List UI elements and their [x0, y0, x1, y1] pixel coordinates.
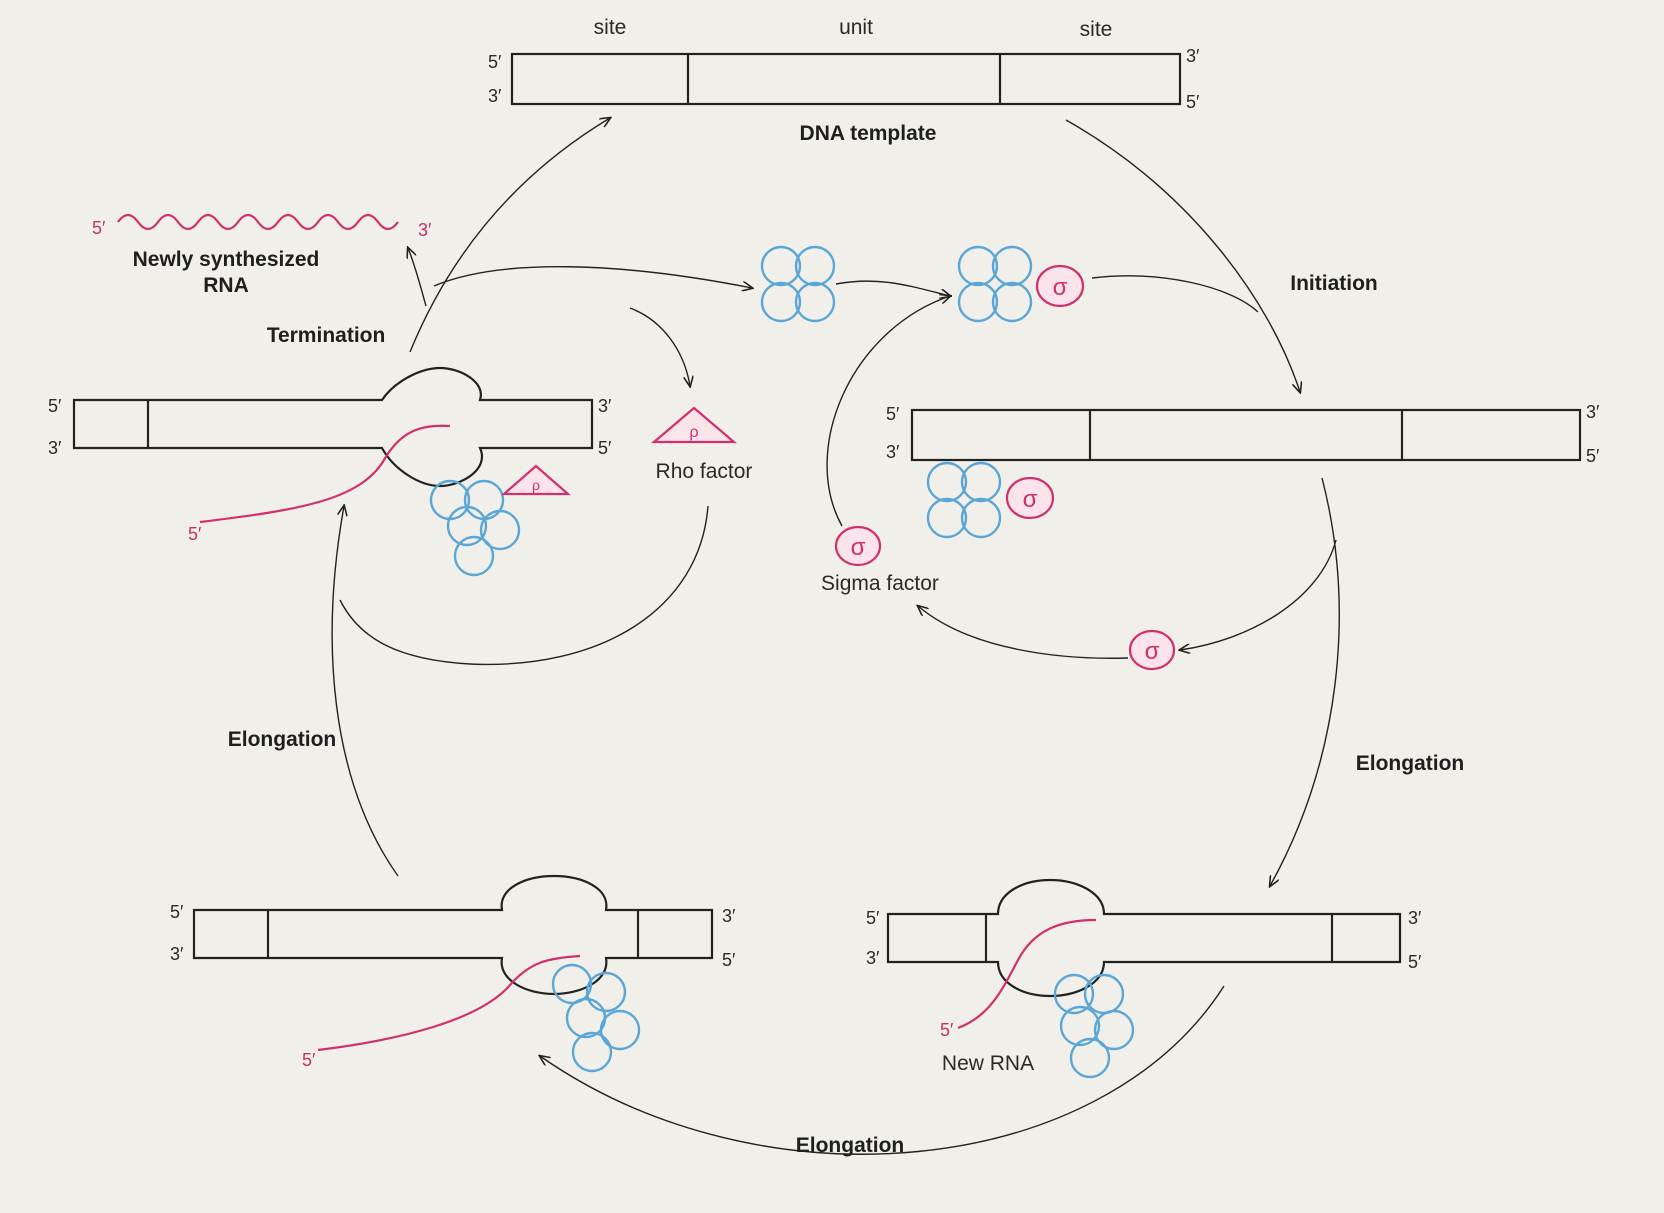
sigma-factor-icon [1128, 629, 1176, 671]
rna-strand-elongation-left [317, 954, 581, 1052]
rna-three-prime: 3′ [418, 220, 432, 240]
elongation-label-left: Elongation [228, 728, 337, 751]
end-label: 3′ [48, 438, 62, 458]
elongation-complex-left: 5′ 3′ 3′ 5′ 5′ [170, 874, 736, 1073]
end-label: 5′ [1408, 952, 1422, 972]
site-label-left: site [594, 16, 627, 39]
end-label: 5′ [722, 950, 736, 970]
rna-strand-termination [199, 424, 451, 524]
end-label: 5′ [48, 396, 62, 416]
dna-bubble-elongation-right [886, 878, 1402, 998]
rho-symbol: ρ [532, 477, 540, 493]
rna-wave [117, 213, 399, 231]
arrow-elongation-bottom [540, 985, 1225, 1155]
sigma-symbol: σ [851, 534, 866, 561]
rna-polymerase-holoenzyme: σ [957, 245, 1085, 323]
rho-triangle-icon [651, 406, 737, 444]
newly-synthesized-label-2: RNA [203, 274, 249, 297]
unit-label: unit [839, 16, 873, 39]
arrow-sigma-release [1180, 539, 1337, 650]
end-label: 3′ [1586, 402, 1600, 422]
arrow-template-to-initiation [1065, 119, 1300, 392]
rho-factor-label: Rho factor [656, 460, 753, 483]
rna-five-prime: 5′ [188, 524, 202, 544]
dna-template-label: DNA template [800, 122, 937, 145]
arrow-to-newly-synthesized-rna [408, 248, 427, 307]
arrow-sigma-return [918, 606, 1129, 659]
sigma-symbol: σ [1023, 486, 1038, 513]
end-label: 5′ [170, 902, 184, 922]
newly-synthesized-label: Newly synthesized [133, 248, 320, 271]
rho-triangle-icon [501, 464, 571, 496]
initiation-complex: 5′ 3′ 3′ 5′ σ [886, 402, 1600, 539]
termination-label: Termination [267, 324, 386, 347]
elongation-label-right: Elongation [1356, 752, 1465, 775]
rna-strand-elongation-right [957, 918, 1097, 1030]
end-label: 3′ [866, 948, 880, 968]
initiation-label: Initiation [1290, 272, 1378, 295]
termination-complex: 5′ 3′ 3′ 5′ 5′ ρ [48, 366, 612, 577]
dna-template-top: site unit site 5′ 3′ 3′ 5′ DNA template [488, 16, 1200, 145]
arrow-termination-to-template [409, 118, 610, 353]
rna-five-prime: 5′ [302, 1050, 316, 1070]
end-label: 5′ [1586, 446, 1600, 466]
sigma-factor-icon [1005, 476, 1055, 520]
sigma-factor-icon [834, 525, 882, 567]
dna-bubble-elongation-left [192, 874, 714, 996]
arrow-to-rho-factor [629, 307, 690, 386]
elongation-complex-right: 5′ 3′ 3′ 5′ 5′ New RNA [866, 878, 1422, 1079]
dna-initiation [910, 408, 1582, 462]
arrow-holoenzyme-to-initiation [1091, 275, 1259, 313]
end-label: 3′ [1408, 908, 1422, 928]
newly-synthesized-rna: 5′ 3′ Newly synthesized RNA [92, 213, 432, 297]
end-label: 3′ [488, 86, 502, 106]
arrow-initiation-to-elongation [1270, 477, 1340, 886]
dna-template-strand [510, 52, 1182, 106]
end-label: 3′ [598, 396, 612, 416]
site-label-right: site [1080, 18, 1113, 41]
sigma-symbol: σ [1053, 274, 1068, 301]
end-label: 3′ [722, 906, 736, 926]
arrow-elongation-to-termination [331, 506, 399, 877]
end-label: 5′ [598, 438, 612, 458]
arrow-to-polymerase-core [433, 265, 752, 288]
arrow-core-to-holoenzyme [835, 280, 950, 296]
end-label: 5′ [886, 404, 900, 424]
rho-factor: ρ Rho factor [651, 406, 753, 483]
end-label: 5′ [1186, 92, 1200, 112]
sigma-factor-icon [1035, 264, 1085, 308]
sigma-symbol: σ [1145, 638, 1160, 665]
new-rna-label: New RNA [942, 1052, 1034, 1075]
end-label: 3′ [1186, 46, 1200, 66]
end-label: 5′ [866, 908, 880, 928]
rna-five-prime: 5′ [940, 1020, 954, 1040]
arrow-rho-loop [339, 505, 709, 666]
end-label: 3′ [886, 442, 900, 462]
dna-bubble-termination [72, 366, 594, 488]
rho-symbol: ρ [689, 424, 698, 441]
rna-polymerase-core [760, 245, 836, 323]
end-label: 5′ [488, 52, 502, 72]
sigma-factor-label: Sigma factor [821, 572, 939, 595]
rna-five-prime: 5′ [92, 218, 106, 238]
end-label: 3′ [170, 944, 184, 964]
arrow-sigma-to-holoenzyme [826, 296, 950, 527]
cycle-arrows [331, 118, 1340, 1155]
sigma-factor-released: σ Sigma factor σ [821, 525, 1176, 671]
elongation-label-bottom: Elongation [796, 1134, 905, 1157]
